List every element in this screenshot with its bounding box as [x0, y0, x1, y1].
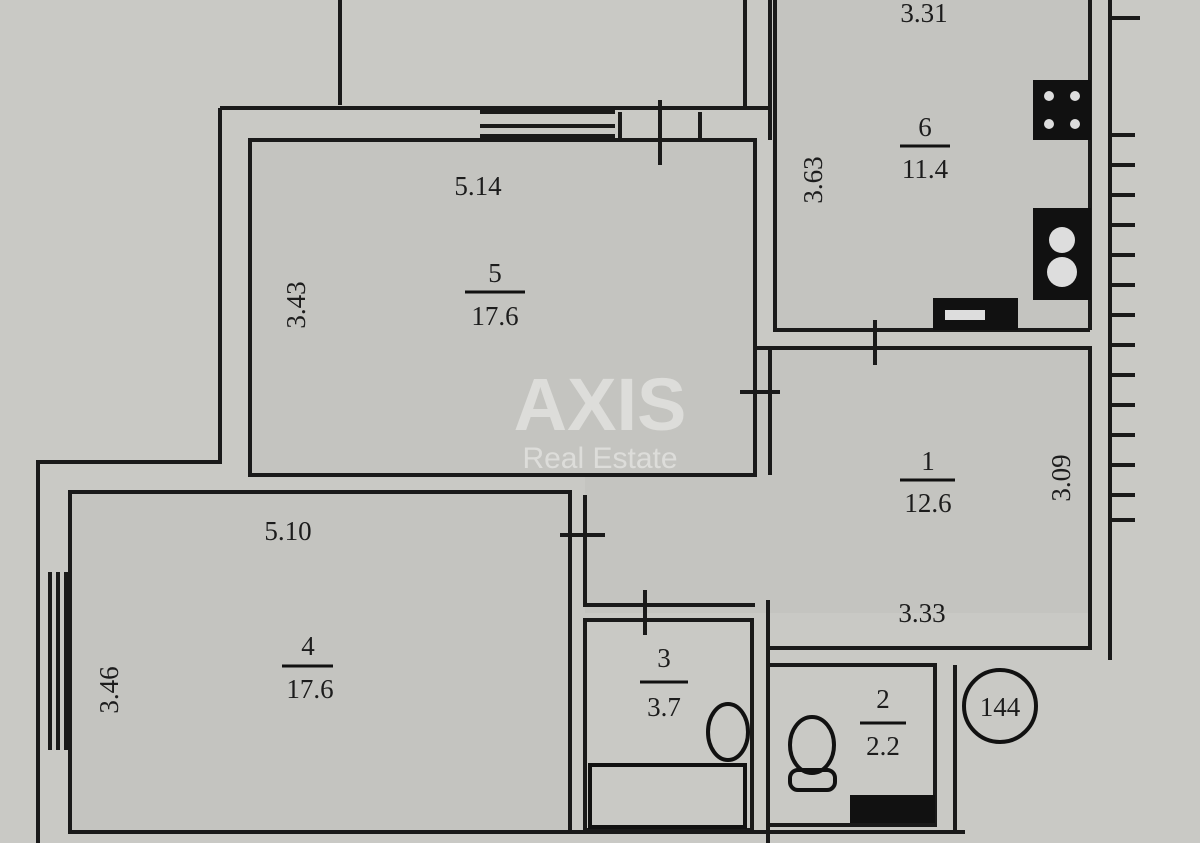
room-1-number: 1 — [921, 446, 935, 476]
window-room-5 — [480, 110, 615, 138]
room-5-area: 17.6 — [471, 301, 518, 331]
room-2-walls — [766, 600, 957, 843]
washbasin-icon — [706, 702, 750, 762]
room-2-number: 2 — [876, 684, 890, 714]
room-4-area: 17.6 — [286, 674, 333, 704]
room-4-length: 3.46 — [94, 666, 124, 713]
room-3-area: 3.7 — [647, 692, 681, 722]
room-5-walls — [248, 138, 757, 477]
room-6-width: 3.31 — [900, 0, 947, 28]
room-1-area — [585, 348, 1090, 613]
room-5-length: 3.43 — [281, 281, 311, 328]
room-1-length: 3.09 — [1046, 454, 1076, 501]
room-6-number: 6 — [918, 112, 932, 142]
room-2-area: 2.2 — [866, 731, 900, 761]
room-6-length: 3.63 — [798, 156, 828, 203]
upper-wall — [338, 0, 747, 110]
room-5-number: 5 — [488, 258, 502, 288]
room-1-walls — [583, 346, 1092, 650]
room-3-number: 3 — [657, 643, 671, 673]
door-marks-mid — [560, 320, 877, 635]
bathtub-icon — [588, 763, 747, 829]
room-4-number: 4 — [301, 631, 315, 661]
apartment-number: 144 — [980, 692, 1021, 722]
room-6-area: 11.4 — [902, 154, 949, 184]
room-4-width: 5.10 — [264, 516, 311, 546]
room-5-width: 5.14 — [454, 171, 502, 201]
outer-wall-left — [36, 0, 772, 843]
watermark-subtitle: Real Estate — [522, 442, 677, 475]
stove-icon — [1033, 80, 1091, 140]
window-room-4 — [48, 572, 68, 750]
door-marks-top — [618, 100, 702, 165]
room-1-width: 3.33 — [898, 598, 945, 628]
watermark-title: AXIS — [514, 363, 687, 446]
apartment-number-circle — [962, 668, 1038, 744]
boiler-icon — [850, 795, 935, 823]
balcony-rail — [1112, 16, 1140, 522]
room-1-area: 12.6 — [904, 488, 951, 518]
toilet-icon — [788, 715, 836, 775]
room-4-area — [70, 492, 570, 832]
